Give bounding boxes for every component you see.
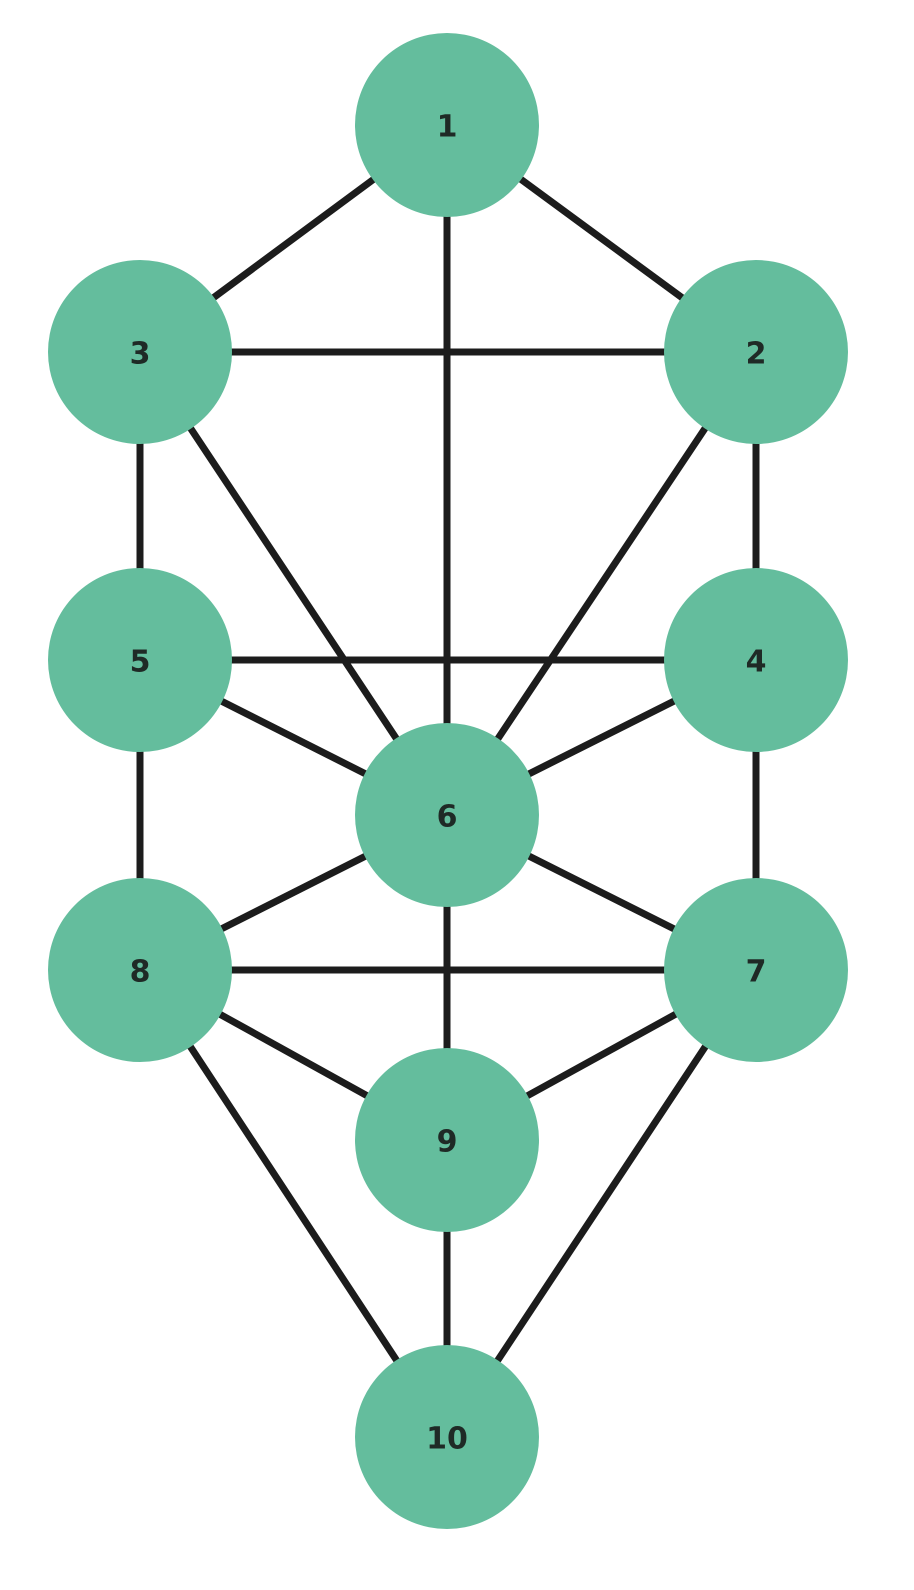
node-label-2: 2: [746, 337, 767, 372]
node-9: 9: [355, 1048, 539, 1232]
edge-7-10: [444, 968, 759, 1439]
node-label-7: 7: [746, 955, 767, 990]
node-6: 6: [355, 723, 539, 907]
node-label-9: 9: [437, 1125, 458, 1160]
node-circle-1: [355, 33, 539, 217]
node-3: 3: [48, 260, 232, 444]
node-circle-8: [48, 878, 232, 1062]
node-4: 4: [664, 568, 848, 752]
node-label-4: 4: [746, 645, 767, 680]
node-1: 1: [355, 33, 539, 217]
node-label-5: 5: [130, 645, 151, 680]
node-circle-9: [355, 1048, 539, 1232]
edge-8-10: [137, 968, 450, 1439]
edge-3-6: [137, 350, 450, 817]
node-circle-4: [664, 568, 848, 752]
node-label-6: 6: [437, 800, 458, 835]
node-label-8: 8: [130, 955, 151, 990]
node-label-3: 3: [130, 337, 151, 372]
node-2: 2: [664, 260, 848, 444]
node-10: 10: [355, 1345, 539, 1529]
edge-2-6: [444, 350, 759, 817]
node-circle-2: [664, 260, 848, 444]
node-7: 7: [664, 878, 848, 1062]
nodes-layer: 1 2 3 4 5 6 7 8 9 10: [48, 33, 848, 1529]
node-circle-6: [355, 723, 539, 907]
node-circle-7: [664, 878, 848, 1062]
node-label-1: 1: [437, 110, 458, 145]
node-label-10: 10: [426, 1422, 468, 1457]
node-circle-3: [48, 260, 232, 444]
node-8: 8: [48, 878, 232, 1062]
node-circle-10: [355, 1345, 539, 1529]
node-5: 5: [48, 568, 232, 752]
node-circle-5: [48, 568, 232, 752]
